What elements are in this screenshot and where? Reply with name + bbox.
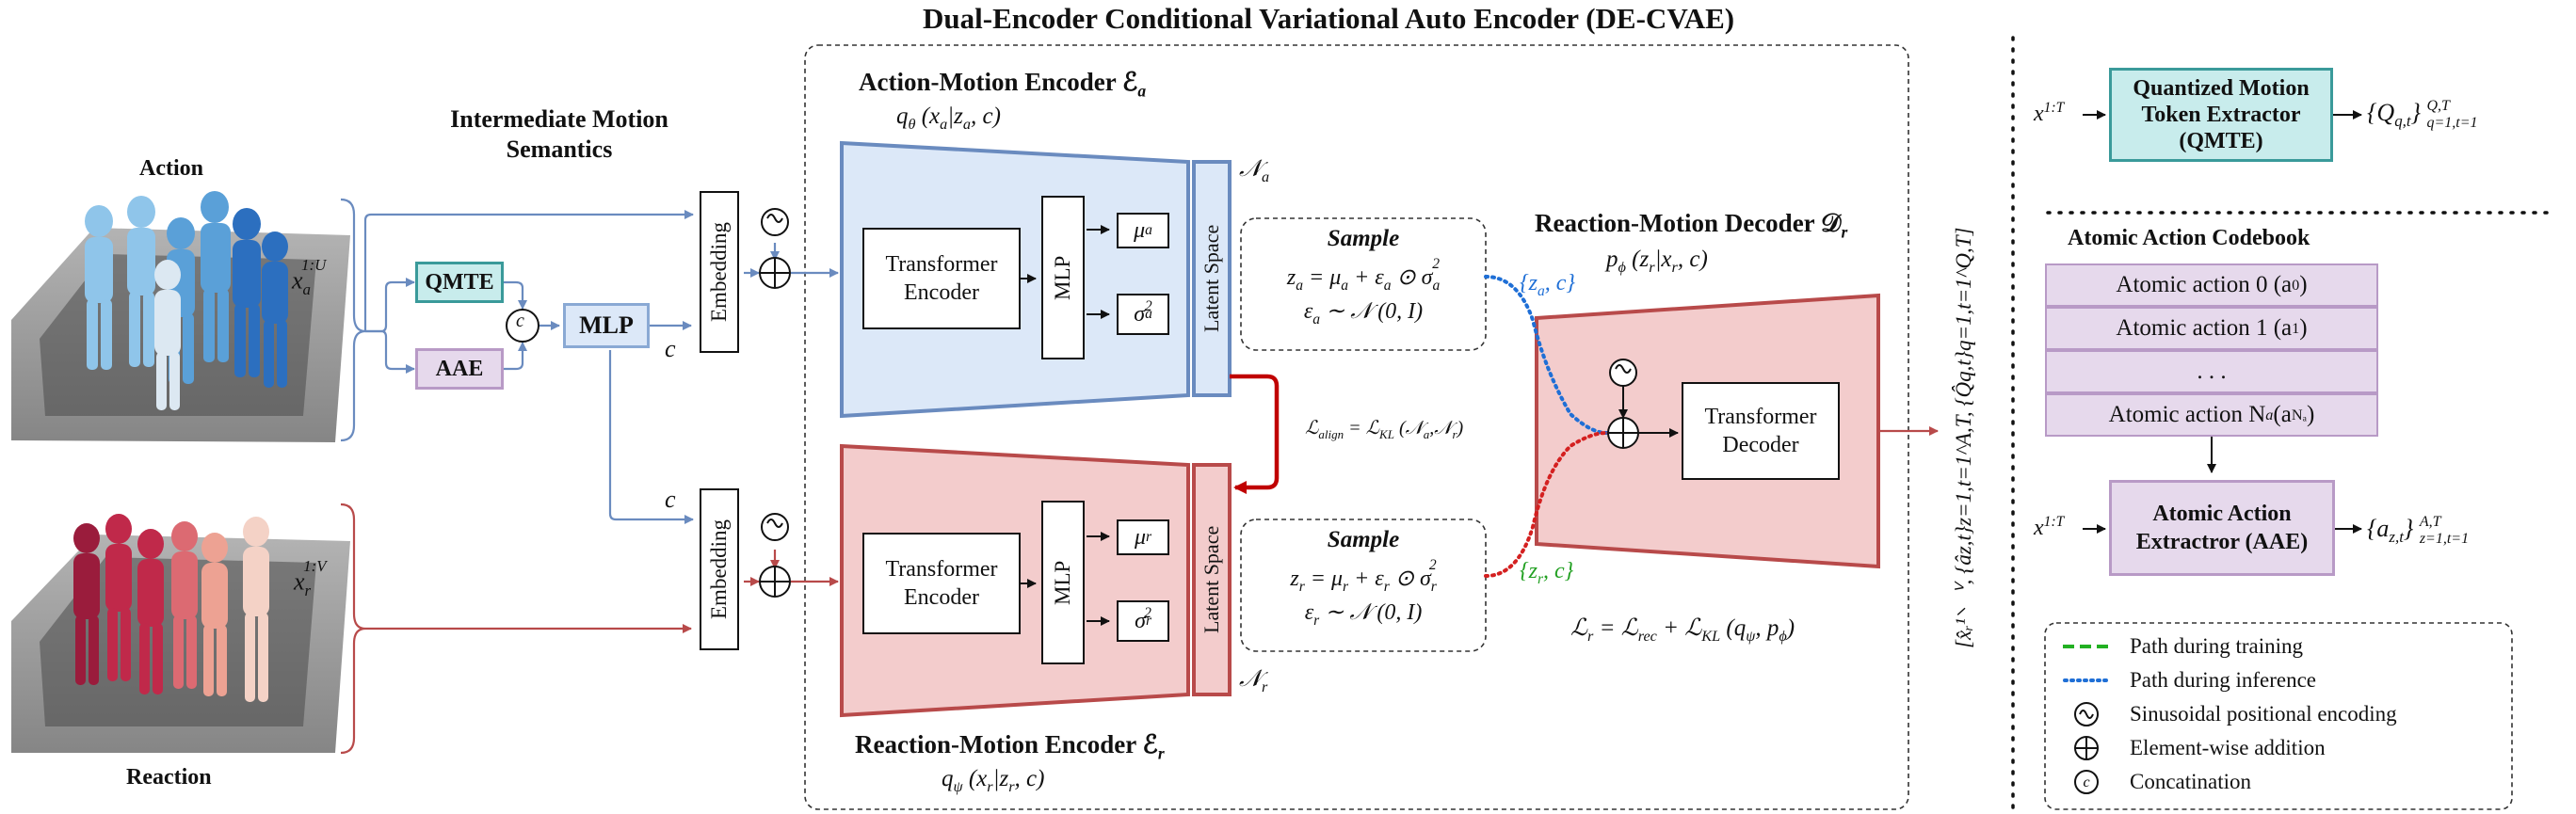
alignment-loss: ℒalign = ℒKL (𝒩a,𝒩r) <box>1305 418 1464 441</box>
action-transformer-encoder: Transformer Encoder <box>862 228 1021 329</box>
sample-box-action <box>1240 217 1487 351</box>
z-r-c-tag: {zr, c} <box>1520 559 1574 587</box>
action-mlp-box: MLP <box>1041 196 1085 359</box>
sinusoid-symbol-action <box>761 208 789 236</box>
decoder-dist: pϕ (zr|xr, c) <box>1606 247 1708 276</box>
green-dash-icon <box>2060 644 2113 649</box>
qmte-input: x1:T <box>2034 100 2065 126</box>
reaction-encoder-dist: qψ (xr|zr, c) <box>942 766 1045 795</box>
x-reaction-symbol: xr1:V <box>294 557 327 599</box>
embedding-box-action <box>700 191 739 353</box>
sinusoid-symbol-decoder <box>1609 359 1637 387</box>
blue-dot-icon <box>2060 678 2113 683</box>
inference-path-action <box>1484 275 1616 435</box>
diagram-title: Dual-Encoder Conditional Variational Aut… <box>923 2 1735 35</box>
qmte-box: QMTE <box>415 262 504 303</box>
n-a-label: 𝒩a <box>1239 156 1270 185</box>
c-label-reaction: c <box>665 486 676 513</box>
svg-text:c: c <box>2083 774 2089 790</box>
ims-title-line1: Intermediate Motion <box>450 105 668 133</box>
sample-title-action: Sample <box>1327 226 1400 251</box>
embedding-label-action: Embedding <box>707 221 731 323</box>
sample-eq2-reaction: εr ∼ 𝒩 (0, I) <box>1304 600 1423 629</box>
reaction-loss: ℒr = ℒrec + ℒKL (qψ, pϕ) <box>1570 615 1795 645</box>
legend-item-addition: Element-wise addition <box>2060 732 2326 764</box>
embedding-box-reaction <box>700 488 739 650</box>
n-r-label: 𝒩r <box>1239 666 1268 695</box>
legend-item-training: Path during training <box>2060 630 2303 662</box>
sinusoid-symbol-reaction <box>761 513 789 541</box>
latent-space-action <box>1192 160 1232 397</box>
reaction-encoder-title: Reaction-Motion Encoder ℰr <box>855 730 1165 763</box>
sample-eq2-action: εa ∼ 𝒩 (0, I) <box>1303 299 1424 327</box>
latent-space-reaction-label: Latent Space <box>1199 525 1223 634</box>
ims-mlp-box: MLP <box>563 303 650 348</box>
concat-label: c <box>516 311 524 331</box>
action-encoder-dist: qθ (xa|za, c) <box>896 104 1001 133</box>
concat-symbol <box>506 309 539 343</box>
oplus-icon <box>2060 734 2113 762</box>
sinusoid-icon <box>2060 700 2113 728</box>
reaction-motion-figures <box>11 514 350 753</box>
latent-space-reaction <box>1192 463 1232 696</box>
sample-title-reaction: Sample <box>1327 527 1400 552</box>
legend-item-concat: c Concatination <box>2060 766 2251 798</box>
aae-box: AAE <box>415 348 504 390</box>
c-label-action: c <box>665 335 676 362</box>
reaction-transformer-encoder: Transformer Encoder <box>862 533 1021 634</box>
reaction-label: Reaction <box>126 765 212 790</box>
legend-item-sinusoid: Sinusoidal positional encoding <box>2060 698 2397 730</box>
action-label: Action <box>139 156 203 181</box>
reaction-mlp-box: MLP <box>1041 501 1085 664</box>
aae-input: x1:T <box>2034 514 2065 540</box>
legend-item-inference: Path during inference <box>2060 664 2316 696</box>
concat-icon: c <box>2060 768 2113 796</box>
alignment-arrow <box>1230 374 1280 494</box>
embedding-label-reaction: Embedding <box>707 519 731 620</box>
action-encoder-title: Action-Motion Encoder ℰa <box>859 68 1147 101</box>
z-a-c-tag: {za, c} <box>1520 271 1575 299</box>
latent-space-action-label: Latent Space <box>1199 224 1223 333</box>
codebook-title: Atomic Action Codebook <box>2068 226 2310 250</box>
training-path-reaction <box>1484 431 1616 578</box>
output-reaction-symbols: [x̂ᵣ¹ᐟⱽ, {âz,t}z=1,t=1^A,T, {Q̂q,t}q=1,t… <box>1952 227 1975 648</box>
transformer-decoder-box: Transformer Decoder <box>1682 382 1840 480</box>
ims-title-line2: Semantics <box>506 136 613 163</box>
decoder-title: Reaction-Motion Decoder 𝒟r <box>1535 209 1848 242</box>
sample-eq1-action: za = μa + εa ⊙ σa2 <box>1286 256 1441 294</box>
sample-box-reaction <box>1240 519 1487 652</box>
de-cvae-container <box>804 44 1909 810</box>
action-motion-figures <box>11 191 350 442</box>
sample-eq1-reaction: zr = μr + εr ⊙ σr2 <box>1290 557 1437 595</box>
legend-box <box>2044 622 2513 810</box>
codebook-row: . . . <box>2045 350 2378 393</box>
x-action-symbol: xa1:U <box>292 256 327 298</box>
